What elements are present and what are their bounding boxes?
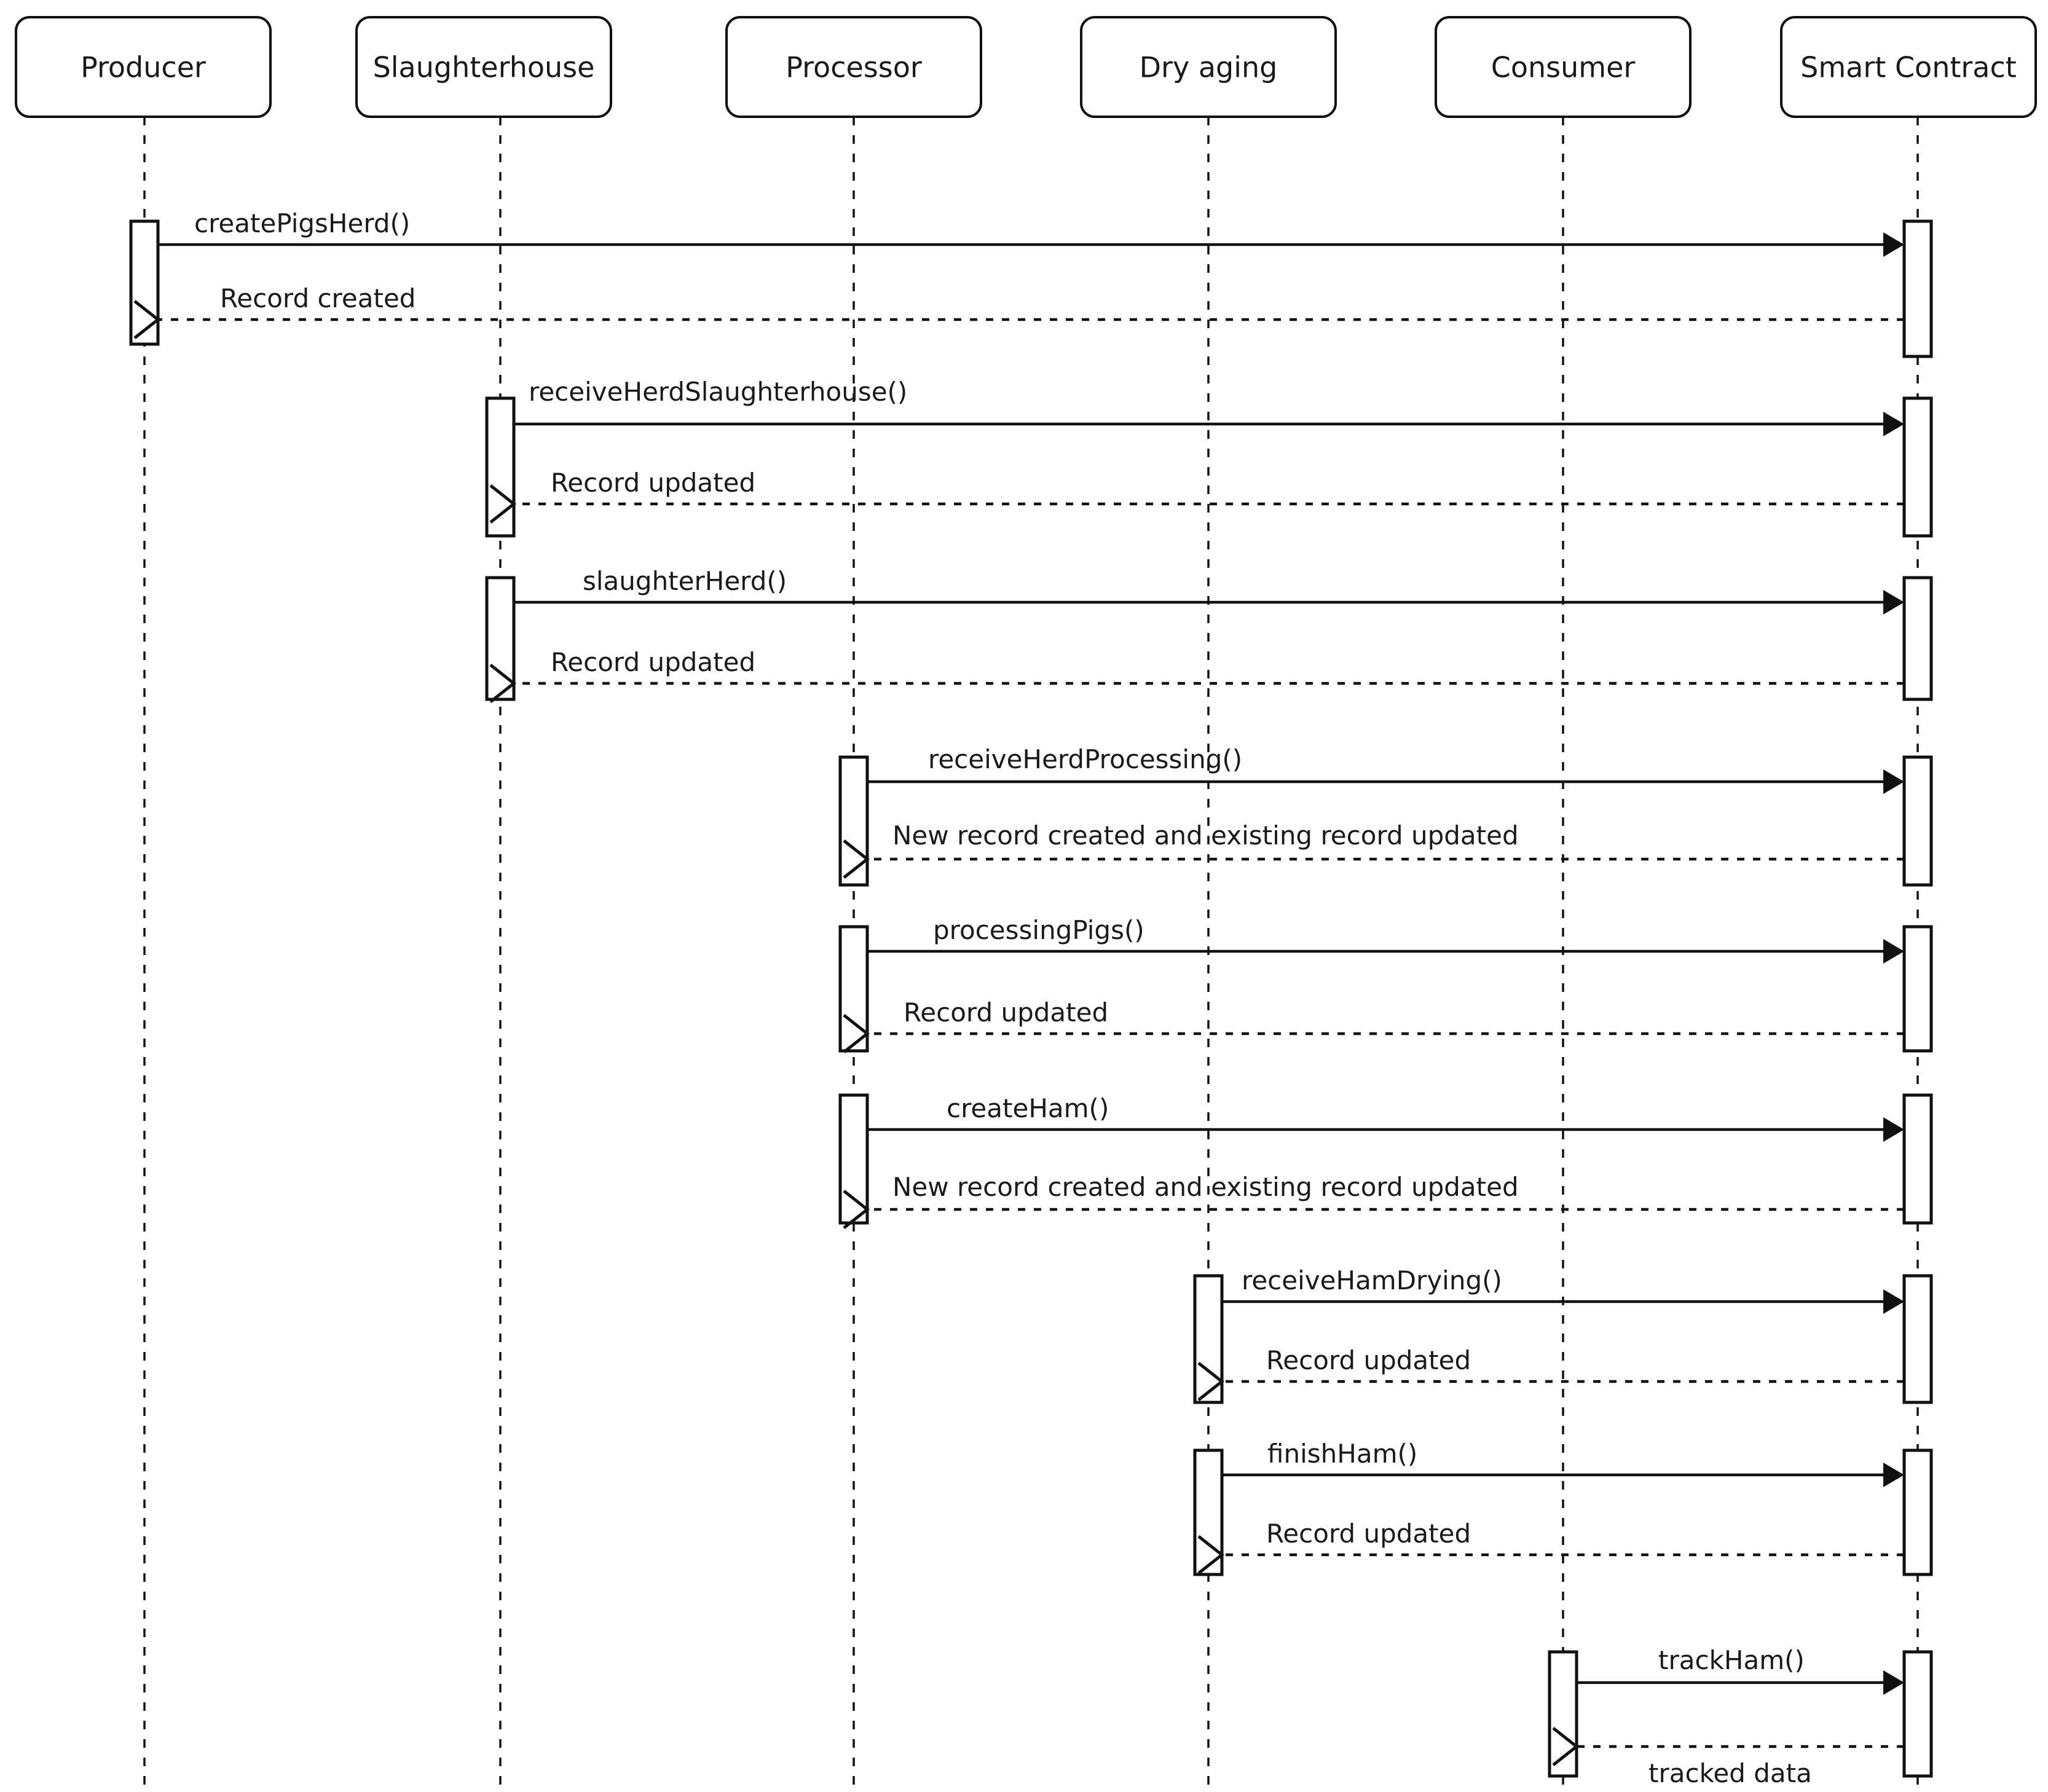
message-m3	[514, 412, 1904, 436]
message-m17	[1577, 1670, 1904, 1695]
message-label-m7: receiveHerdProcessing()	[928, 744, 1242, 774]
message-m1	[158, 232, 1904, 257]
activation-bar-smartcontract	[1902, 219, 1933, 358]
lifeline-header-label-slaughterhouse: Slaughterhouse	[373, 51, 595, 84]
arrowhead-open-m12	[843, 1190, 870, 1229]
message-label-m17: trackHam()	[1658, 1645, 1805, 1675]
lifeline-header-box-slaughterhouse[interactable]	[355, 16, 612, 118]
message-label-m18: tracked data	[1648, 1758, 1812, 1788]
message-m4	[489, 484, 1904, 524]
message-label-m11: createHam()	[947, 1093, 1109, 1123]
message-m14	[1197, 1362, 1904, 1401]
arrowhead-open-m4	[489, 484, 517, 524]
lifeline-header-box-dryaging[interactable]	[1080, 16, 1337, 118]
activation-bar-smartcontract	[1902, 576, 1933, 701]
message-m12	[843, 1190, 1904, 1229]
lifeline-header-label-consumer: Consumer	[1491, 51, 1636, 84]
message-label-m8: New record created and existing record u…	[892, 820, 1519, 851]
arrowhead-filled-m5	[1883, 590, 1904, 615]
arrowhead-open-m8	[843, 839, 870, 879]
message-m10	[843, 1014, 1904, 1053]
activation-bar-producer	[129, 219, 160, 346]
lifeline-header-slaughterhouse[interactable]: Slaughterhouse	[355, 16, 612, 118]
message-m7	[867, 769, 1904, 794]
message-m16	[1197, 1535, 1904, 1574]
message-m15	[1222, 1463, 1904, 1487]
lifeline-header-producer[interactable]: Producer	[15, 16, 272, 118]
message-label-m3: receiveHerdSlaughterhouse()	[529, 377, 907, 407]
lifeline-header-box-consumer[interactable]	[1435, 16, 1692, 118]
message-label-m10: Record updated	[904, 997, 1108, 1028]
message-label-m16: Record updated	[1266, 1519, 1471, 1549]
message-m6	[489, 664, 1904, 703]
lifeline-header-label-processor: Processor	[786, 51, 922, 84]
message-m13	[1222, 1289, 1904, 1314]
message-label-m4: Record updated	[551, 468, 755, 498]
message-label-m13: receiveHamDrying()	[1242, 1265, 1502, 1295]
message-layer	[133, 232, 1904, 1766]
lifeline-header-layer: Producer Slaughterhouse Processor Dry aging…	[15, 16, 2037, 118]
lifeline-header-smartcontract[interactable]: Smart Contract	[1780, 16, 2037, 118]
lifeline-header-label-dryaging: Dry aging	[1140, 51, 1278, 84]
arrowhead-filled-m17	[1883, 1670, 1904, 1695]
lifeline-header-box-processor[interactable]	[725, 16, 982, 118]
arrowhead-filled-m3	[1883, 412, 1904, 436]
activation-bar-smartcontract	[1902, 396, 1933, 538]
arrowhead-filled-m7	[1883, 769, 1904, 794]
activation-bar-smartcontract	[1902, 925, 1933, 1053]
lifeline-header-label-smartcontract: Smart Contract	[1800, 51, 2017, 84]
arrowhead-filled-m1	[1883, 232, 1904, 257]
arrowhead-open-m10	[843, 1014, 870, 1053]
lifeline-header-box-smartcontract[interactable]	[1780, 16, 2037, 118]
lifeline-dash-layer	[143, 117, 1919, 1792]
message-label-m2: Record created	[220, 283, 416, 313]
message-m18	[1552, 1727, 1904, 1766]
activation-bar-smartcontract	[1902, 1274, 1933, 1404]
arrowhead-open-m14	[1197, 1362, 1225, 1401]
activation-bar-layer	[129, 219, 1933, 1778]
message-label-m6: Record updated	[551, 647, 755, 677]
lifeline-header-label-producer: Producer	[81, 51, 206, 84]
arrowhead-filled-m15	[1883, 1463, 1904, 1487]
arrowhead-open-m2	[133, 300, 161, 339]
message-m5	[514, 590, 1904, 615]
activation-bar-smartcontract	[1902, 1448, 1933, 1576]
message-label-m14: Record updated	[1266, 1345, 1471, 1375]
arrowhead-open-m18	[1552, 1727, 1580, 1766]
activation-bar-processor	[838, 1093, 869, 1225]
activation-bar-processor	[838, 925, 869, 1053]
arrowhead-filled-m9	[1883, 939, 1904, 964]
lifeline-header-consumer[interactable]: Consumer	[1435, 16, 1692, 118]
arrowhead-open-m16	[1197, 1535, 1225, 1574]
lifeline-header-dryaging[interactable]: Dry aging	[1080, 16, 1337, 118]
arrowhead-filled-m11	[1883, 1117, 1904, 1142]
message-label-m12: New record created and existing record u…	[892, 1172, 1519, 1202]
activation-bar-smartcontract	[1902, 755, 1933, 887]
message-label-m9: processingPigs()	[933, 915, 1144, 945]
message-label-m15: finishHam()	[1267, 1439, 1417, 1469]
message-m2	[133, 300, 1904, 339]
arrowhead-filled-m13	[1883, 1289, 1904, 1314]
activation-bar-processor	[838, 755, 869, 887]
activation-bar-dryaging	[1193, 1448, 1224, 1576]
message-label-m5: slaughterHerd()	[583, 566, 787, 596]
lifeline-header-processor[interactable]: Processor	[725, 16, 982, 118]
arrowhead-open-m6	[489, 664, 517, 703]
activation-bar-dryaging	[1193, 1274, 1224, 1404]
message-m9	[867, 939, 1904, 964]
message-m11	[867, 1117, 1904, 1142]
activation-bar-smartcontract	[1902, 1093, 1933, 1225]
message-label-m1: createPigsHerd()	[194, 208, 410, 238]
message-label-layer: createPigsHerd() Record created receiveHer…	[194, 208, 1812, 1788]
activation-bar-smartcontract	[1902, 1650, 1933, 1778]
message-m8	[843, 839, 1904, 879]
lifeline-header-box-producer[interactable]	[15, 16, 272, 118]
